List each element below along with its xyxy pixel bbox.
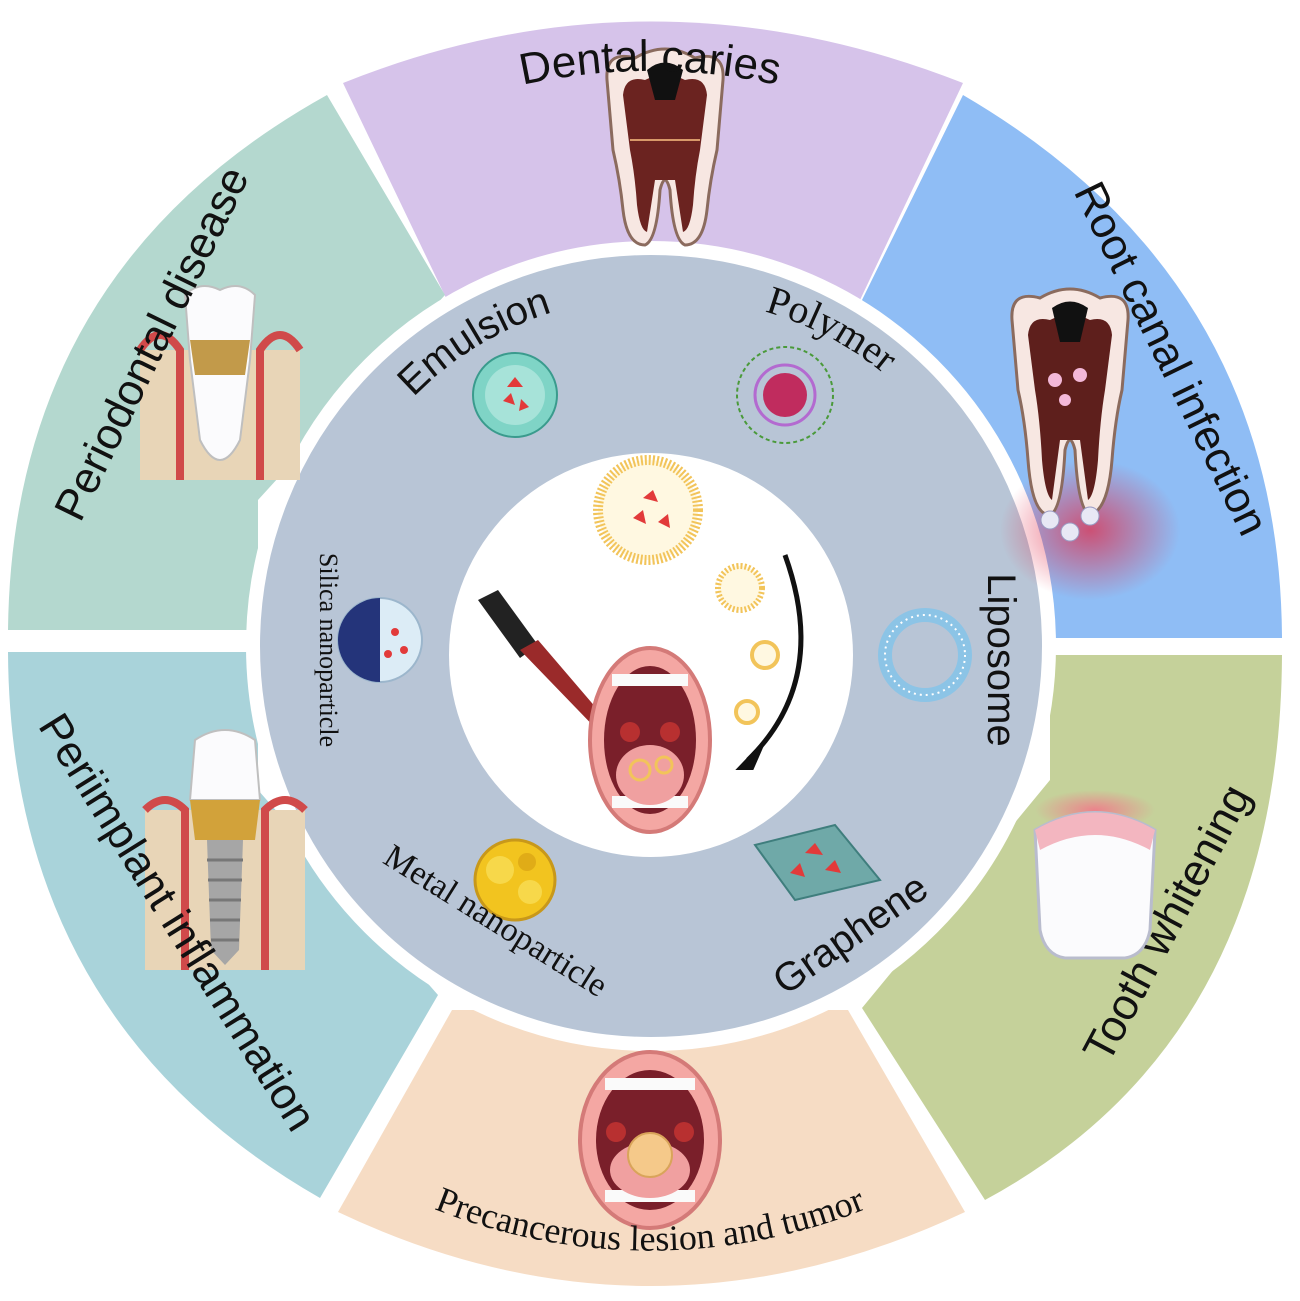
arrow-head [735, 743, 764, 770]
carious-molar-icon [605, 47, 725, 247]
infected-root-canal-tooth-icon [1000, 287, 1180, 600]
graphene-sheet-icon [753, 823, 882, 902]
curved-arrow-icon [746, 554, 804, 762]
emulsion-droplet-icon [472, 352, 558, 438]
vesicle-icon [593, 455, 703, 565]
metal-nanoparticle-icon [473, 838, 557, 922]
periodontal-tooth-icon [136, 285, 304, 480]
polymer-micelle-icon [736, 346, 834, 444]
open-mouth-icon [588, 646, 712, 834]
small-vesicles [715, 563, 780, 725]
label-silica-nanoparticle: Silica nanoparticle [314, 553, 343, 747]
label-liposome: Liposome [979, 573, 1023, 746]
white-incisor-icon [1033, 790, 1157, 960]
liposome-ring-icon [878, 608, 972, 702]
middle-ring-border [246, 241, 1056, 1051]
silica-nanoparticle-icon [337, 597, 423, 683]
dental-implant-icon [142, 729, 308, 970]
mouth-with-tumor-icon [578, 1050, 722, 1230]
